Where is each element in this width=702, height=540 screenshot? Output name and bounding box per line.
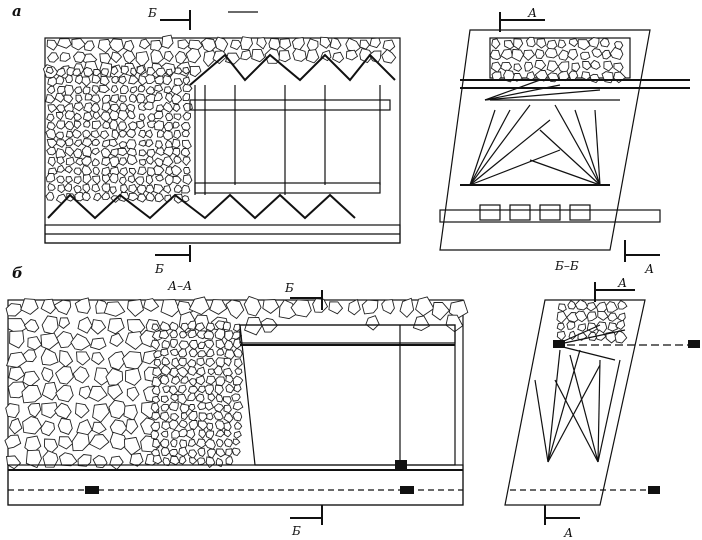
panel-b-cross-section: А А	[504, 276, 700, 540]
section-mark-a-bottom: А	[644, 262, 654, 276]
section-label-aa: А–А	[167, 279, 192, 293]
panel-a-label: а	[12, 2, 22, 20]
section-mark-b-bottom: Б	[154, 262, 164, 276]
caved-rock-b	[4, 295, 469, 471]
drawpoint-comb-a	[479, 204, 591, 221]
section-mark-b-bottom-b: Б	[291, 524, 301, 538]
section-mark-a-top-b: А	[617, 276, 627, 290]
panel-b-label: б	[12, 264, 23, 282]
section-label-bb: Б–Б	[554, 259, 579, 273]
panel-a-longitudinal: а Б Б	[12, 2, 401, 276]
section-mark-b-top-b: Б	[284, 281, 294, 295]
panel-a-cross-section: А А Б–Б	[439, 6, 690, 276]
caved-rock-cross-a	[489, 36, 627, 84]
panel-b-longitudinal: б А–А Б Б	[4, 264, 469, 538]
section-mark-a-bottom-b: А	[563, 526, 573, 540]
ore-fragments-a	[45, 64, 193, 205]
section-mark-b-top: Б	[147, 6, 157, 20]
section-mark-a-top: А	[527, 6, 537, 20]
caved-rock-cross-b	[556, 299, 628, 344]
